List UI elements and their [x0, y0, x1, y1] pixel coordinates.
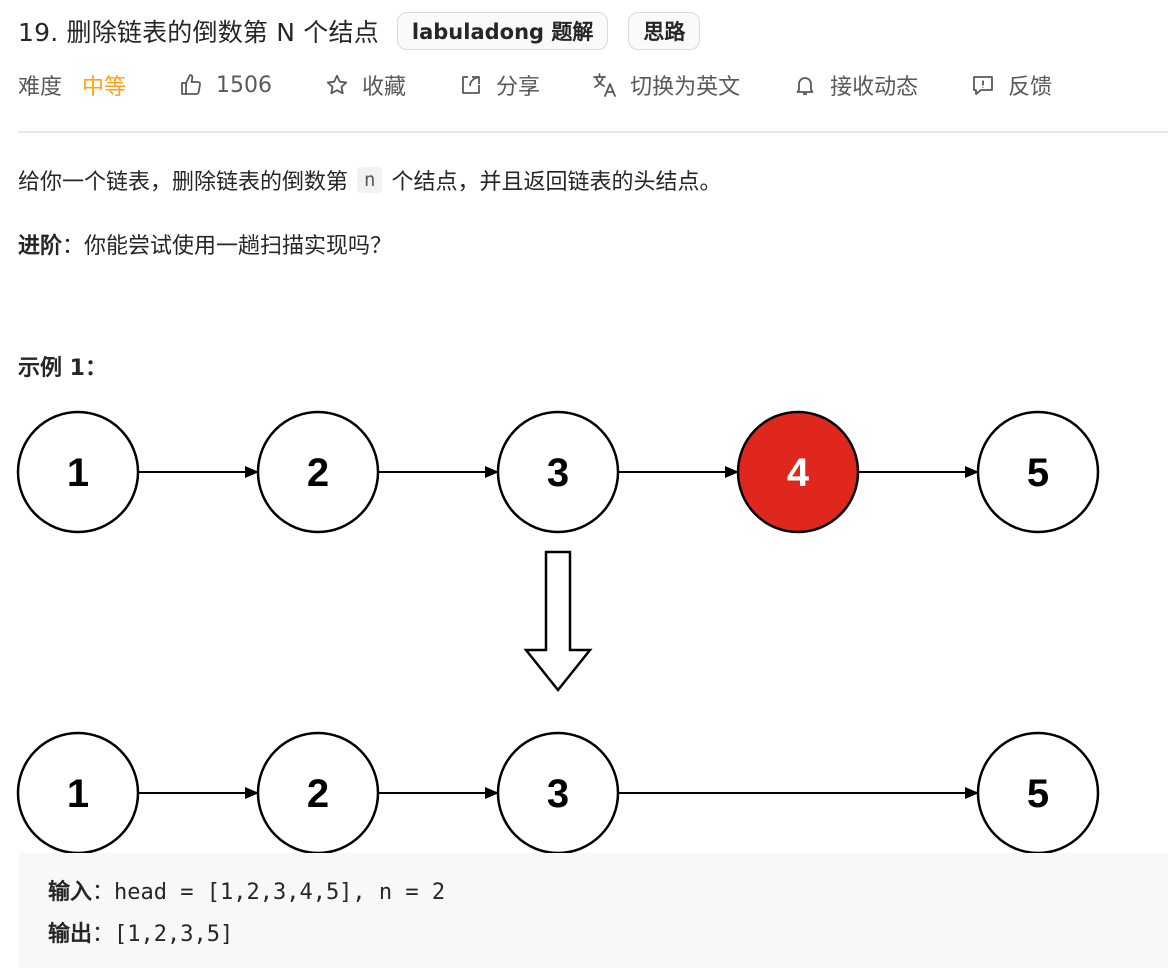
- star-icon: [324, 72, 350, 98]
- subscribe-label: 接收动态: [830, 75, 919, 100]
- example-output: 输出：[1,2,3,5]: [48, 915, 233, 949]
- node-3: 3: [496, 731, 620, 855]
- node-label: 5: [1027, 772, 1049, 816]
- node-label: 2: [307, 772, 329, 816]
- feedback-label: 反馈: [1008, 75, 1053, 100]
- tag-labuladong-solution[interactable]: labuladong 题解: [396, 12, 609, 50]
- thumbs-up-icon: [178, 72, 204, 98]
- problem-title: 19. 删除链表的倒数第 N 个结点: [18, 18, 379, 47]
- share-icon: [458, 72, 484, 98]
- down-arrow-icon: [523, 550, 593, 693]
- node-label: 3: [547, 451, 569, 495]
- node-4-highlighted: 4: [736, 410, 860, 534]
- like-button[interactable]: 1506: [178, 72, 272, 98]
- inline-code-n: n: [357, 167, 383, 193]
- subscribe-button[interactable]: 接收动态: [792, 69, 918, 101]
- translate-label: 切换为英文: [630, 75, 741, 100]
- difficulty-label: 难度: [18, 75, 63, 100]
- node-label: 4: [787, 451, 810, 495]
- node-2: 2: [256, 410, 380, 534]
- difficulty-value: 中等: [82, 75, 127, 100]
- input-label: 输入: [48, 880, 93, 905]
- problem-description: 给你一个链表，删除链表的倒数第 n 个结点，并且返回链表的头结点。: [18, 162, 721, 198]
- example-label: 示例 1：: [18, 356, 107, 381]
- tag-approach[interactable]: 思路: [628, 12, 701, 50]
- node-2: 2: [256, 731, 380, 855]
- node-1: 1: [16, 731, 140, 855]
- node-label: 3: [547, 772, 569, 816]
- node-label: 5: [1027, 451, 1049, 495]
- node-3: 3: [496, 410, 620, 534]
- output-value: ：[1,2,3,5]: [92, 922, 234, 947]
- node-label: 1: [67, 772, 89, 816]
- advance-text: ：你能尝试使用一趟扫描实现吗？: [62, 234, 393, 259]
- difficulty: 难度 中等: [18, 69, 126, 101]
- translate-icon: [592, 72, 618, 98]
- like-count: 1506: [216, 72, 273, 98]
- linked-list-diagram: 1 2 3 4 5 1 2: [16, 410, 1100, 855]
- description-text-2: 个结点，并且返回链表的头结点。: [391, 170, 722, 195]
- advance-note: 进阶 ：你能尝试使用一趟扫描实现吗？: [18, 226, 392, 262]
- node-label: 1: [67, 451, 89, 495]
- favorite-label: 收藏: [362, 75, 407, 100]
- node-1: 1: [16, 410, 140, 534]
- example-input: 输入：head = [1,2,3,4,5], n = 2: [48, 873, 445, 907]
- translate-button[interactable]: 切换为英文: [592, 69, 740, 101]
- feedback-button[interactable]: 反馈: [970, 69, 1052, 101]
- share-button[interactable]: 分享: [458, 69, 540, 101]
- input-value: ：head = [1,2,3,4,5], n = 2: [92, 880, 446, 905]
- before-list: 1 2 3 4 5: [16, 410, 1100, 534]
- output-label: 输出: [48, 922, 93, 947]
- after-list: 1 2 3 5: [16, 731, 1100, 855]
- title-row: 19. 删除链表的倒数第 N 个结点 labuladong 题解 思路: [18, 10, 701, 52]
- node-5: 5: [976, 731, 1100, 855]
- node-5: 5: [976, 410, 1100, 534]
- example-io-block: 输入：head = [1,2,3,4,5], n = 2 输出：[1,2,3,5…: [18, 853, 1168, 968]
- node-label: 2: [307, 451, 329, 495]
- divider: [18, 131, 1168, 133]
- meta-row: 难度 中等 1506 收藏 分享: [18, 62, 1104, 108]
- share-label: 分享: [496, 75, 541, 100]
- description-text-1: 给你一个链表，删除链表的倒数第: [18, 170, 349, 195]
- bell-icon: [792, 72, 818, 98]
- favorite-button[interactable]: 收藏: [324, 69, 406, 101]
- advance-label: 进阶: [18, 234, 63, 259]
- feedback-icon: [970, 72, 996, 98]
